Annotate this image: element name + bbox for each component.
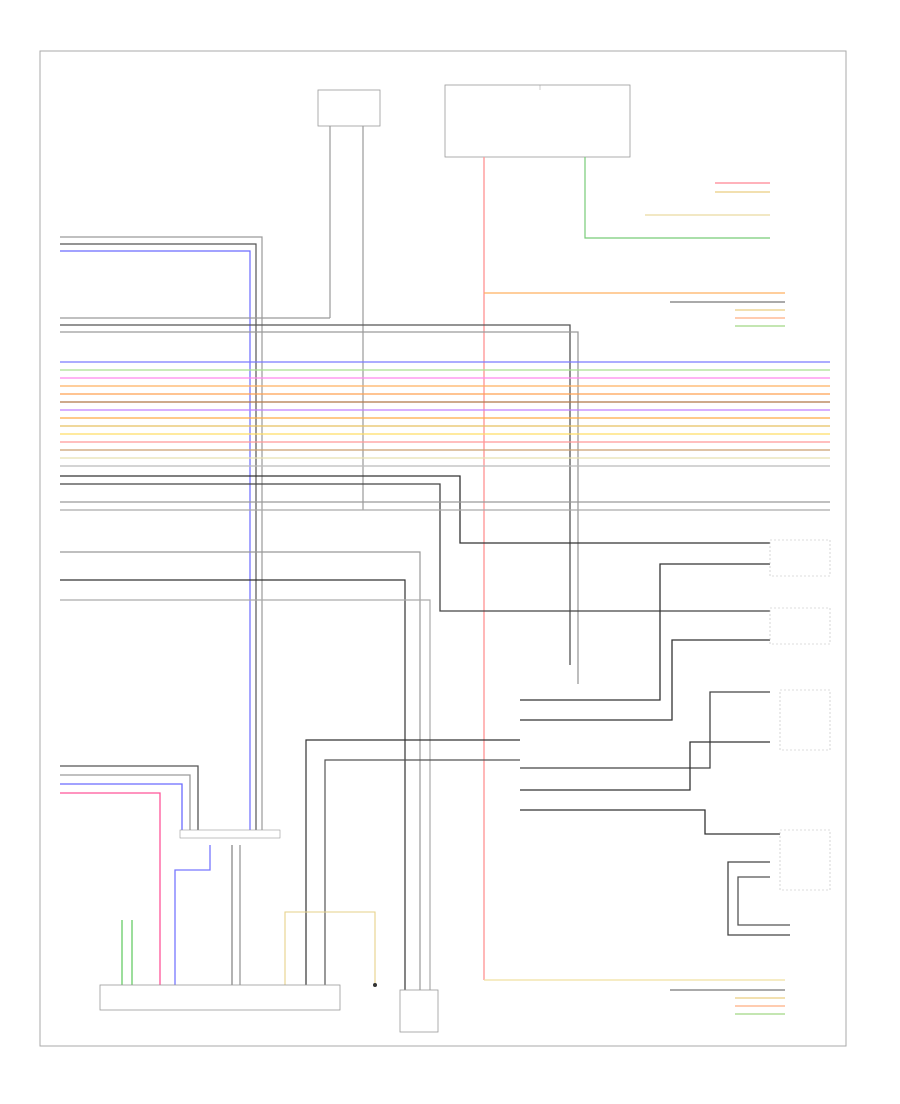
bottom-harness-connector bbox=[399, 989, 439, 1033]
green-wire-top bbox=[584, 157, 770, 239]
fuse-terminal bbox=[373, 983, 377, 987]
fuse-bus-wires bbox=[670, 301, 785, 327]
yellow-loop-wire bbox=[284, 911, 376, 985]
bottom-main-module bbox=[99, 984, 341, 1011]
main-harness-wires bbox=[60, 317, 830, 684]
top-center-connector bbox=[317, 89, 381, 127]
right-sensor-wires bbox=[520, 563, 790, 936]
top-right-module-box bbox=[444, 84, 631, 158]
top-connector-wires bbox=[329, 126, 364, 510]
right-components bbox=[769, 539, 831, 891]
left-lower-bundle bbox=[60, 765, 241, 985]
left-top-bundle bbox=[60, 236, 263, 830]
middle-drop-wires bbox=[60, 551, 431, 990]
bottom-fuse-wires bbox=[670, 989, 785, 1015]
center-to-bottom-wires bbox=[305, 739, 520, 985]
top-right-connector-wires bbox=[645, 182, 770, 216]
left-splice-connector bbox=[179, 829, 281, 839]
diagram-frame bbox=[39, 50, 847, 1047]
